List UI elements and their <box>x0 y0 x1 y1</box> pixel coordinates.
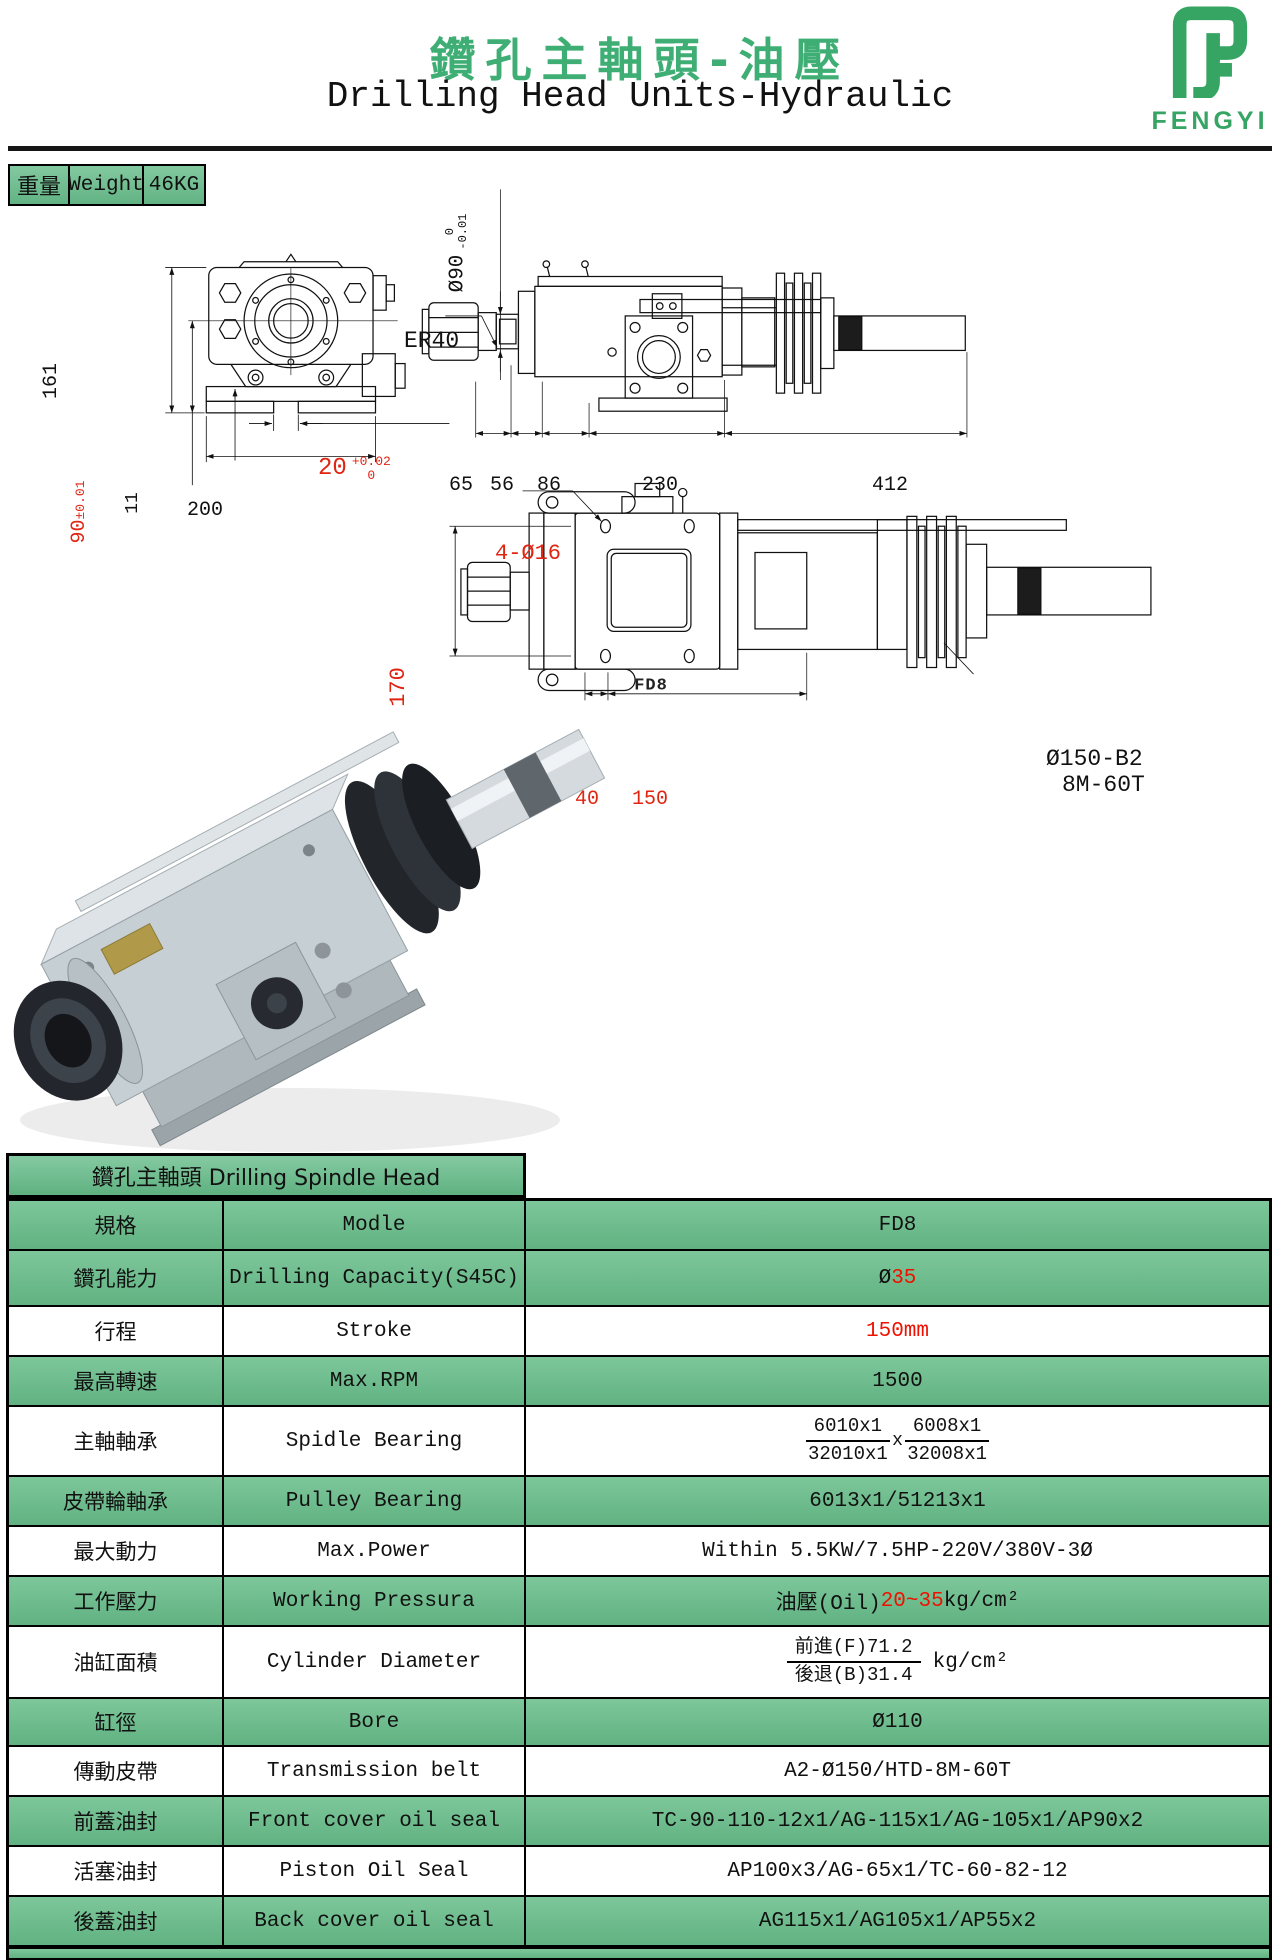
row-label-zh: 主軸軸承 <box>9 1407 224 1475</box>
spec-table-title: 鑽孔主軸頭 Drilling Spindle Head <box>6 1153 526 1198</box>
row-label-en: Max.RPM <box>224 1357 526 1405</box>
row-value: AG115x1/AG105x1/AP55x2 <box>758 1909 1037 1933</box>
side-dim-412: 412 <box>871 474 909 497</box>
table-row: 最大動力 Max.Power Within 5.5KW/7.5HP-220V/3… <box>9 1527 1269 1577</box>
row-label-zh: 活塞油封 <box>9 1847 224 1895</box>
table-row: 傳動皮帶 Transmission belt A2-Ø150/HTD-8M-60… <box>9 1747 1269 1797</box>
plan-label-4xd16: 4-Ø16 <box>495 541 562 566</box>
front-dim-161: 161 <box>40 362 63 400</box>
row-label-zh: 傳動皮帶 <box>9 1747 224 1795</box>
row-label-en: Modle <box>224 1201 526 1249</box>
row-label-zh: 最大動力 <box>9 1527 224 1575</box>
row-label-zh: 皮帶輪軸承 <box>9 1477 224 1525</box>
table-bottom-strip <box>9 1947 1269 1958</box>
spec-table: 鑽孔主軸頭 Drilling Spindle Head 規格 Modle FD8… <box>6 1153 1272 1960</box>
spec-table-body: 規格 Modle FD8 鑽孔能力 Drilling Capacity(S45C… <box>6 1198 1272 1960</box>
row-label-en: Front cover oil seal <box>224 1797 526 1845</box>
table-row: 缸徑 Bore Ø110 <box>9 1699 1269 1747</box>
row-label-en: Drilling Capacity(S45C) <box>224 1251 526 1305</box>
table-row: 行程 Stroke 150mm <box>9 1307 1269 1357</box>
row-value: Ø110 <box>872 1710 923 1734</box>
weight-box: 重量 Weight 46KG <box>8 164 206 206</box>
front-dim-11: 11 <box>123 492 143 514</box>
weight-label-en: Weight <box>68 166 144 204</box>
front-dim-200: 200 <box>186 499 224 522</box>
row-label-en: Back cover oil seal <box>224 1897 526 1945</box>
side-label-er40: ER40 <box>404 328 460 354</box>
row-label-en: Max.Power <box>224 1527 526 1575</box>
weight-label-zh: 重量 <box>10 166 70 204</box>
plan-label-fd8: FD8 <box>634 676 668 696</box>
front-view-drawing <box>165 253 450 486</box>
header-divider <box>8 146 1272 151</box>
table-row: 前蓋油封 Front cover oil seal TC-90-110-12x1… <box>9 1797 1269 1847</box>
row-value: Within 5.5KW/7.5HP-220V/380V-3Ø <box>702 1539 1093 1563</box>
page-title-en: Drilling Head Units-Hydraulic <box>326 76 954 117</box>
table-row: 皮帶輪軸承 Pulley Bearing 6013x1/51213x1 <box>9 1477 1269 1527</box>
fengyi-logo: FENGYI <box>1150 6 1270 136</box>
plan-label-pulley-belt: 8M-60T <box>1062 772 1145 798</box>
row-label-zh: 規格 <box>9 1201 224 1249</box>
row-value: FD8 <box>878 1213 917 1237</box>
plan-label-pulley-size: Ø150-B2 <box>1046 746 1143 772</box>
row-value: 油壓(Oil)20~35 kg/cm² <box>775 1589 1020 1617</box>
table-row: 活塞油封 Piston Oil Seal AP100x3/AG-65x1/TC-… <box>9 1847 1269 1897</box>
technical-drawings <box>165 189 1152 701</box>
fengyi-wordmark: FENGYI <box>1151 107 1269 135</box>
row-value: 1500 <box>872 1369 923 1393</box>
table-row: 規格 Modle FD8 <box>9 1201 1269 1251</box>
row-label-en: Working Pressura <box>224 1577 526 1625</box>
row-value: AP100x3/AG-65x1/TC-60-82-12 <box>727 1859 1068 1883</box>
table-row: 後蓋油封 Back cover oil seal AG115x1/AG105x1… <box>9 1897 1269 1947</box>
row-value: TC-90-110-12x1/AG-115x1/AG-105x1/AP90x2 <box>651 1809 1144 1833</box>
row-label-en: Stroke <box>224 1307 526 1355</box>
row-label-zh: 前蓋油封 <box>9 1797 224 1845</box>
row-value: 150mm <box>865 1319 929 1343</box>
fengyi-logo-icon <box>1172 6 1248 101</box>
row-label-en: Piston Oil Seal <box>224 1847 526 1895</box>
table-row: 工作壓力 Working Pressura 油壓(Oil)20~35 kg/cm… <box>9 1577 1269 1627</box>
table-row: 最高轉速 Max.RPM 1500 <box>9 1357 1269 1407</box>
row-label-zh: 缸徑 <box>9 1699 224 1745</box>
row-label-en: Bore <box>224 1699 526 1745</box>
page-title-zh: 鑽孔主軸頭-油壓 <box>429 33 851 87</box>
row-label-en: Spidle Bearing <box>224 1407 526 1475</box>
side-view-drawing <box>421 189 968 438</box>
side-dim-230: 230 <box>641 474 679 497</box>
side-dim-86: 86 <box>536 474 562 497</box>
plan-view-drawing <box>449 482 1152 701</box>
front-dim-90: 90±0.01 <box>68 480 91 544</box>
row-label-zh: 後蓋油封 <box>9 1897 224 1945</box>
row-label-en: Cylinder Diameter <box>224 1627 526 1697</box>
plan-dim-150: 150 <box>631 788 669 811</box>
row-label-zh: 鑽孔能力 <box>9 1251 224 1305</box>
row-label-zh: 最高轉速 <box>9 1357 224 1405</box>
weight-value: 46KG <box>144 166 204 204</box>
row-label-en: Transmission belt <box>224 1747 526 1795</box>
row-label-zh: 行程 <box>9 1307 224 1355</box>
side-dim-56: 56 <box>489 474 515 497</box>
product-photo <box>13 728 606 1152</box>
row-label-zh: 工作壓力 <box>9 1577 224 1625</box>
row-value: A2-Ø150/HTD-8M-60T <box>784 1759 1011 1783</box>
side-dim-65: 65 <box>448 474 474 497</box>
plan-dim-40: 40 <box>574 788 600 811</box>
row-value: 6013x1/51213x1 <box>809 1489 986 1513</box>
row-label-en: Pulley Bearing <box>224 1477 526 1525</box>
row-label-zh: 油缸面積 <box>9 1627 224 1697</box>
